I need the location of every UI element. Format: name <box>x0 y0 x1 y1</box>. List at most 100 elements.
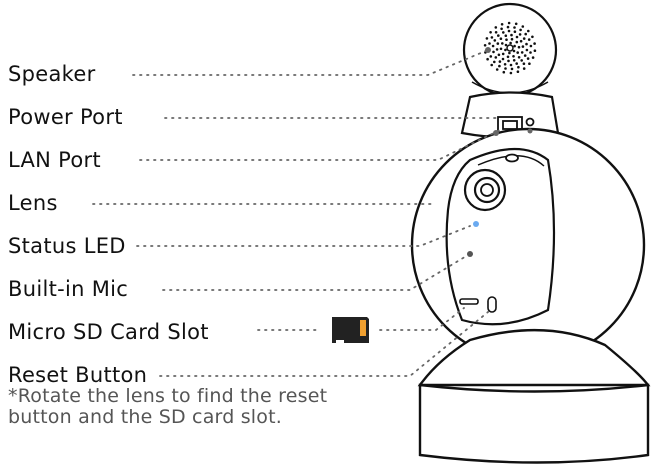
reset-button <box>487 296 497 313</box>
speaker-hole <box>494 31 498 34</box>
leader-endpoints <box>485 47 533 136</box>
speaker-hole <box>527 29 530 33</box>
speaker-hole <box>533 49 537 52</box>
camera-base <box>417 328 651 464</box>
speaker-hole <box>497 53 501 57</box>
speaker-hole <box>507 29 511 33</box>
speaker-hole <box>514 22 518 26</box>
speaker-hole <box>498 64 501 68</box>
speaker-hole <box>518 33 522 36</box>
lens-shell <box>445 147 556 326</box>
label-built-in-mic: Built-in Mic <box>8 277 129 301</box>
speaker-hole <box>500 23 504 26</box>
speaker-hole <box>483 44 487 47</box>
speaker-hole <box>497 34 500 37</box>
label-micro-sd-card-slot: Micro SD Card Slot <box>8 320 209 344</box>
label-speaker: Speaker <box>8 62 96 86</box>
speaker-hole <box>517 65 520 69</box>
speaker-grille <box>483 21 537 75</box>
speaker-hole <box>510 33 513 37</box>
speaker-hole <box>517 45 521 49</box>
label-lan-port: LAN Port <box>8 148 101 172</box>
speaker-hole <box>517 56 521 59</box>
speaker-hole <box>525 48 529 52</box>
speaker-hole <box>509 41 512 45</box>
speaker-hole <box>492 50 495 54</box>
speaker-hole <box>509 71 513 75</box>
speaker-hole <box>527 38 531 41</box>
speaker-hole <box>504 43 508 47</box>
indicator-slot <box>505 153 519 163</box>
rotate-lens-note: *Rotate the lens to find the reset butto… <box>8 386 327 428</box>
label-lens: Lens <box>8 191 58 215</box>
speaker-hole <box>505 38 508 41</box>
label-reset-button: Reset Button <box>8 363 148 387</box>
speaker-hole <box>509 63 513 67</box>
speaker-hole <box>510 67 514 71</box>
speaker-hole <box>494 26 498 29</box>
speaker-hole <box>493 39 497 42</box>
sd-card-icon <box>332 317 369 343</box>
speaker-hole <box>529 44 533 48</box>
speaker-hole <box>525 42 528 46</box>
speaker-hole <box>501 57 505 61</box>
speaker-hole <box>522 37 526 40</box>
speaker-hole <box>501 42 504 45</box>
speaker-hole <box>499 47 503 51</box>
speaker-hole <box>488 42 491 45</box>
speaker-hole <box>495 68 499 71</box>
speaker-hole <box>515 35 519 39</box>
speaker-hole <box>485 37 489 40</box>
micro-sd-slot <box>459 298 479 305</box>
speaker-hole <box>507 59 510 63</box>
speaker-hole <box>531 56 535 59</box>
speaker-hole <box>508 51 511 55</box>
lens <box>463 168 507 212</box>
speaker-hole <box>490 36 494 39</box>
speaker-hole <box>513 26 516 29</box>
speaker-hole <box>494 56 498 59</box>
speaker-hole <box>501 52 505 56</box>
speaker-hole <box>498 60 502 63</box>
speaker-hole <box>531 35 534 39</box>
speaker-hole <box>512 59 516 62</box>
speaker-hole <box>523 54 527 57</box>
speaker-hole <box>533 42 536 45</box>
speaker-hole <box>520 51 524 54</box>
speaker-hole <box>502 70 506 74</box>
speaker-hole <box>519 39 523 43</box>
speaker-hole <box>504 48 507 52</box>
speaker-hole <box>524 32 527 36</box>
speaker-hole <box>522 62 526 65</box>
speaker-hole <box>506 55 510 59</box>
speaker-hole <box>513 44 516 48</box>
speaker-hole <box>513 30 517 33</box>
speaker-hole <box>526 57 530 60</box>
speaker-hole <box>503 63 507 66</box>
speaker-hole <box>499 37 503 40</box>
speaker-hole <box>496 42 500 45</box>
speaker-hole <box>516 51 519 54</box>
speaker-hole <box>502 31 505 34</box>
note-line-1: *Rotate the lens to find the reset <box>8 385 328 407</box>
speaker-hole <box>489 31 492 34</box>
speaker-hole <box>516 70 520 73</box>
speaker-hole <box>521 45 525 48</box>
leader-lines <box>92 49 501 377</box>
speaker-hole <box>506 44 514 52</box>
speaker-hole <box>512 55 515 58</box>
speaker-hole <box>486 57 489 61</box>
speaker-hole <box>507 21 511 25</box>
speaker-hole <box>504 34 508 37</box>
speaker-hole <box>512 49 516 53</box>
speaker-hole <box>519 28 522 32</box>
label-status-led: Status LED <box>8 234 126 258</box>
speaker-hole <box>493 60 496 64</box>
speaker-hole <box>504 67 507 70</box>
speaker-hole <box>521 25 525 28</box>
speaker-hole <box>515 40 519 44</box>
speaker-hole <box>495 48 499 51</box>
speaker-hole <box>522 67 526 70</box>
mic-hole <box>467 251 473 257</box>
